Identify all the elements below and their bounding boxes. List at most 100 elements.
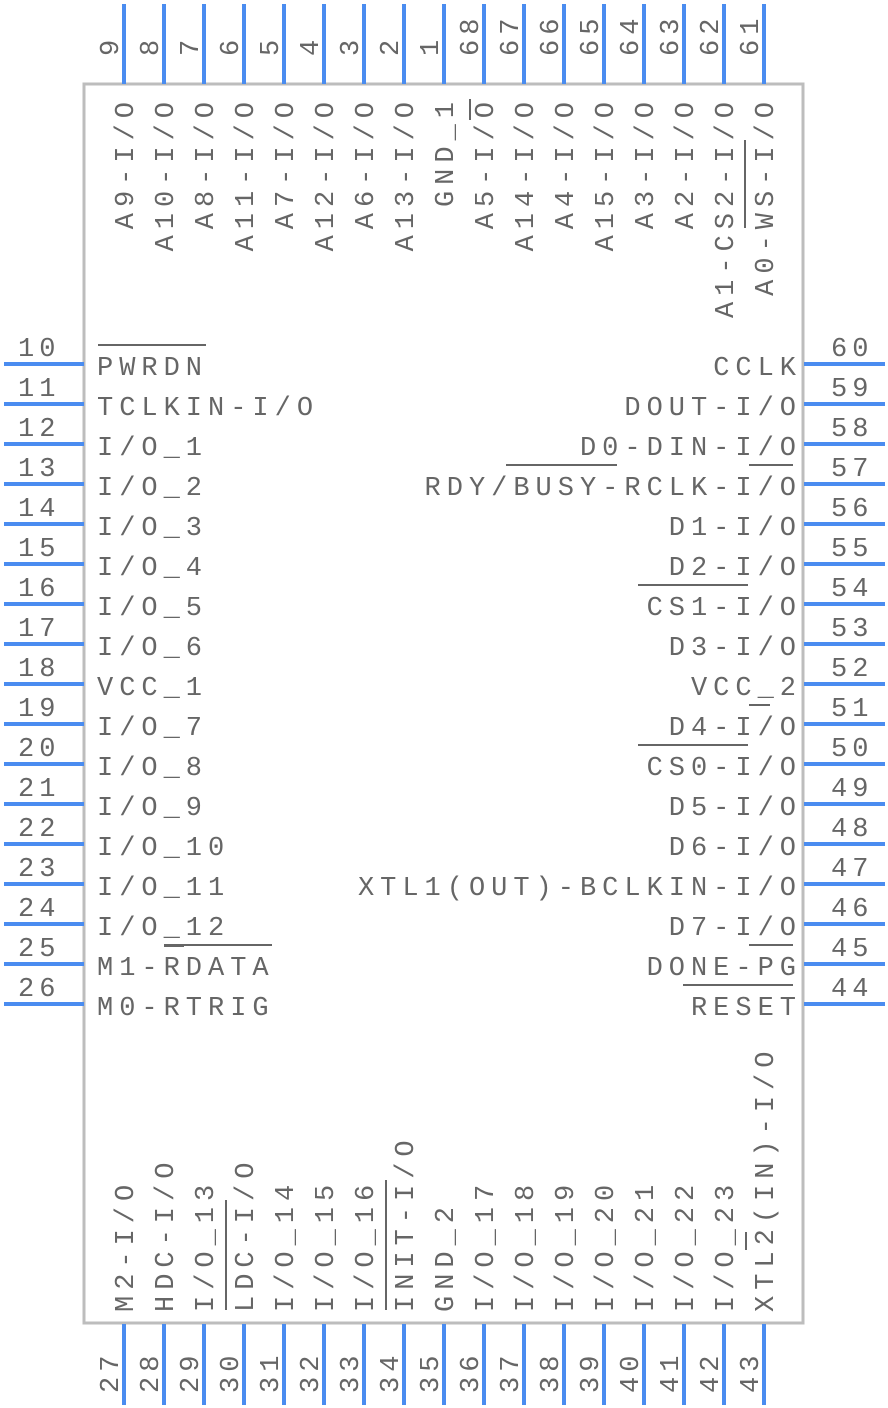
pin-label-i-o-21: I/O_21: [632, 1179, 662, 1312]
pin-number: 4: [297, 35, 327, 56]
pin-number: 48: [831, 815, 873, 845]
pin-label-rdy-busy-rclk-i-o: RDY/BUSY-RCLK-I/O: [425, 474, 802, 504]
pin-number: 8: [137, 35, 167, 56]
pin-label-a10-i-o: A10-I/O: [152, 96, 182, 251]
pin-label-i-o-3: I/O_3: [97, 514, 208, 544]
pin-number: 6: [217, 35, 247, 56]
pin-label-i-o-19: I/O_19: [552, 1179, 582, 1312]
pin-number: 9: [97, 35, 127, 56]
pin-number: 10: [18, 335, 60, 365]
pin-number: 21: [18, 775, 60, 805]
pin-label-i-o-17: I/O_17: [472, 1179, 502, 1312]
pin-label-i-o-8: I/O_8: [97, 754, 208, 784]
pin-label-i-o-15: I/O_15: [312, 1179, 342, 1312]
pin-label-m0-rtrig: M0-RTRIG: [97, 994, 275, 1024]
pin-label-done-pg: DONE-PG: [647, 954, 802, 984]
pin-label-a2-i-o: A2-I/O: [672, 96, 702, 229]
pin-label-d5-i-o: D5-I/O: [669, 794, 802, 824]
pin-label-vcc-2: VCC_2: [691, 674, 802, 704]
pin-label-i-o-5: I/O_5: [97, 594, 208, 624]
pin-number: 49: [831, 775, 873, 805]
pin-label-d2-i-o: D2-I/O: [669, 554, 802, 584]
pin-label-xtl1-out-bclkin-i-o: XTL1(OUT)-BCLKIN-I/O: [358, 874, 802, 904]
pins-group: [4, 4, 885, 1405]
pin-number: 47: [831, 855, 873, 885]
pin-number: 14: [18, 495, 60, 525]
pin-label-i-o-20: I/O_20: [592, 1179, 622, 1312]
pin-number: 17: [18, 615, 60, 645]
pin-number: 39: [577, 1351, 607, 1393]
pin-label-i-o-14: I/O_14: [272, 1179, 302, 1312]
pin-label-vcc-1: VCC_1: [97, 674, 208, 704]
pin-label-i-o-11: I/O_11: [97, 874, 230, 904]
pin-number: 64: [617, 14, 647, 56]
pin-number: 3: [337, 35, 367, 56]
pin-number: 26: [18, 975, 60, 1005]
pin-label-gnd-1: GND_1: [432, 96, 462, 207]
pin-number: 32: [297, 1351, 327, 1393]
pin-label-a1-cs2-i-o: A1-CS2-I/O: [712, 96, 742, 318]
pin-number: 29: [177, 1351, 207, 1393]
pin-label-a14-i-o: A14-I/O: [512, 96, 542, 251]
pin-label-a3-i-o: A3-I/O: [632, 96, 662, 229]
pin-number: 5: [257, 35, 287, 56]
pin-label-a13-i-o: A13-I/O: [392, 96, 422, 251]
pin-label-cs0-i-o: CS0-I/O: [647, 754, 802, 784]
pin-number: 23: [18, 855, 60, 885]
pin-label-a7-i-o: A7-I/O: [272, 96, 302, 229]
pin-number: 63: [657, 14, 687, 56]
pin-label-d3-i-o: D3-I/O: [669, 634, 802, 664]
pin-number: 58: [831, 415, 873, 445]
pin-number: 67: [497, 14, 527, 56]
pin-number: 41: [657, 1351, 687, 1393]
pin-label-i-o-9: I/O_9: [97, 794, 208, 824]
pin-label-d7-i-o: D7-I/O: [669, 914, 802, 944]
pin-number: 68: [457, 14, 487, 56]
pin-number: 35: [417, 1351, 447, 1393]
pin-number: 22: [18, 815, 60, 845]
pin-label-pwrdn: PWRDN: [97, 354, 208, 384]
pin-label-reset: RESET: [691, 994, 802, 1024]
pin-label-d1-i-o: D1-I/O: [669, 514, 802, 544]
pin-label-a12-i-o: A12-I/O: [312, 96, 342, 251]
pin-number: 16: [18, 575, 60, 605]
pin-number: 2: [377, 35, 407, 56]
pin-number: 19: [18, 695, 60, 725]
pin-number: 59: [831, 375, 873, 405]
pin-number: 54: [831, 575, 873, 605]
pin-label-tclkin-i-o: TCLKIN-I/O: [97, 394, 319, 424]
pin-label-a0-ws-i-o: A0-WS-I/O: [752, 96, 782, 296]
pin-number: 30: [217, 1351, 247, 1393]
pin-label-init-i-o: INIT-I/O: [392, 1134, 422, 1312]
pin-label-i-o-22: I/O_22: [672, 1179, 702, 1312]
pin-label-i-o-13: I/O_13: [192, 1179, 222, 1312]
pin-number: 50: [831, 735, 873, 765]
pin-label-a11-i-o: A11-I/O: [232, 96, 262, 251]
pin-label-i-o-10: I/O_10: [97, 834, 230, 864]
pin-label-i-o-23: I/O_23: [712, 1179, 742, 1312]
pin-label-d4-i-o: D4-I/O: [669, 714, 802, 744]
pin-label-gnd-2: GND_2: [432, 1201, 462, 1312]
pin-number: 1: [417, 35, 447, 56]
pin-number: 43: [737, 1351, 767, 1393]
pin-number: 56: [831, 495, 873, 525]
pin-label-dout-i-o: DOUT-I/O: [624, 394, 802, 424]
pin-number: 7: [177, 35, 207, 56]
pin-label-hdc-i-o: HDC-I/O: [152, 1157, 182, 1312]
pin-number: 18: [18, 655, 60, 685]
pin-number: 66: [537, 14, 567, 56]
pin-label-i-o-6: I/O_6: [97, 634, 208, 664]
pin-label-a8-i-o: A8-I/O: [192, 96, 222, 229]
pin-number: 13: [18, 455, 60, 485]
pin-number: 40: [617, 1351, 647, 1393]
pin-label-a15-i-o: A15-I/O: [592, 96, 622, 251]
pin-number: 31: [257, 1351, 287, 1393]
pin-label-m2-i-o: M2-I/O: [112, 1179, 142, 1312]
pin-label-i-o-4: I/O_4: [97, 554, 208, 584]
pin-number: 36: [457, 1351, 487, 1393]
pin-number: 24: [18, 895, 60, 925]
